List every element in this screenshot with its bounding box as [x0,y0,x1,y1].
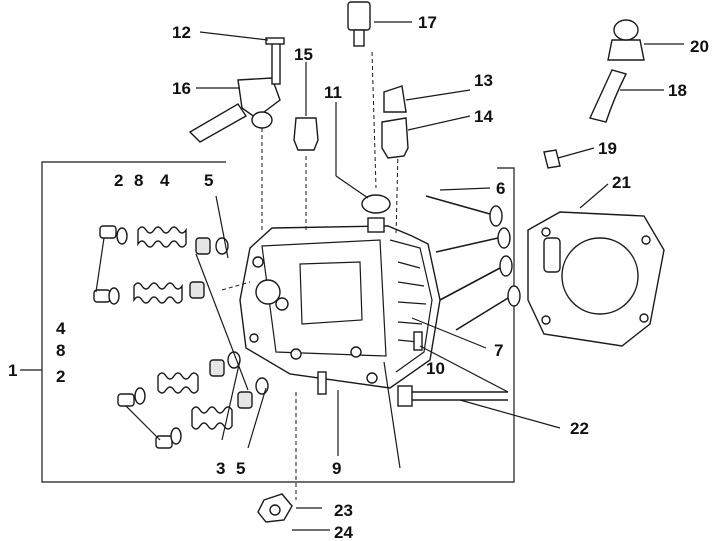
callout-5: 5 [236,459,245,478]
callout-10: 10 [426,359,445,378]
callout-14: 14 [474,107,493,126]
callout-18: 18 [668,81,687,100]
alignment-lines [221,51,399,500]
valve-train-upper [93,225,229,305]
top-parts [188,1,409,214]
leader-lines [196,21,684,531]
callout-13: 13 [474,71,493,90]
callout-8: 8 [134,171,143,190]
valves [425,195,521,331]
callout-19: 19 [598,139,617,158]
cylinder-head [239,217,441,389]
callout-17: 17 [418,13,437,32]
callout-9: 9 [332,459,341,478]
callout-2: 2 [56,367,65,386]
callout-15: 15 [294,45,313,64]
assembly-frame [20,161,515,483]
callout-2: 2 [114,171,123,190]
callout-4: 4 [160,171,170,190]
callout-8: 8 [56,341,65,360]
callout-21: 21 [612,173,631,192]
callout-7: 7 [494,341,503,360]
callout-11: 11 [324,83,342,102]
callout-4: 4 [56,319,66,338]
right-parts [527,19,665,347]
callout-22: 22 [570,419,589,438]
callout-3: 3 [216,459,225,478]
callout-6: 6 [496,179,505,198]
callout-20: 20 [690,37,709,56]
callout-numbers: 1 2 8 4 5 4 8 2 3 5 9 10 7 6 22 23 24 12… [8,13,709,541]
callout-5: 5 [204,171,213,190]
valve-train-lower [117,253,269,449]
callout-23: 23 [334,501,353,520]
callout-16: 16 [172,79,191,98]
callout-24: 24 [334,523,353,541]
callout-12: 12 [172,23,191,42]
callout-1: 1 [8,361,17,380]
